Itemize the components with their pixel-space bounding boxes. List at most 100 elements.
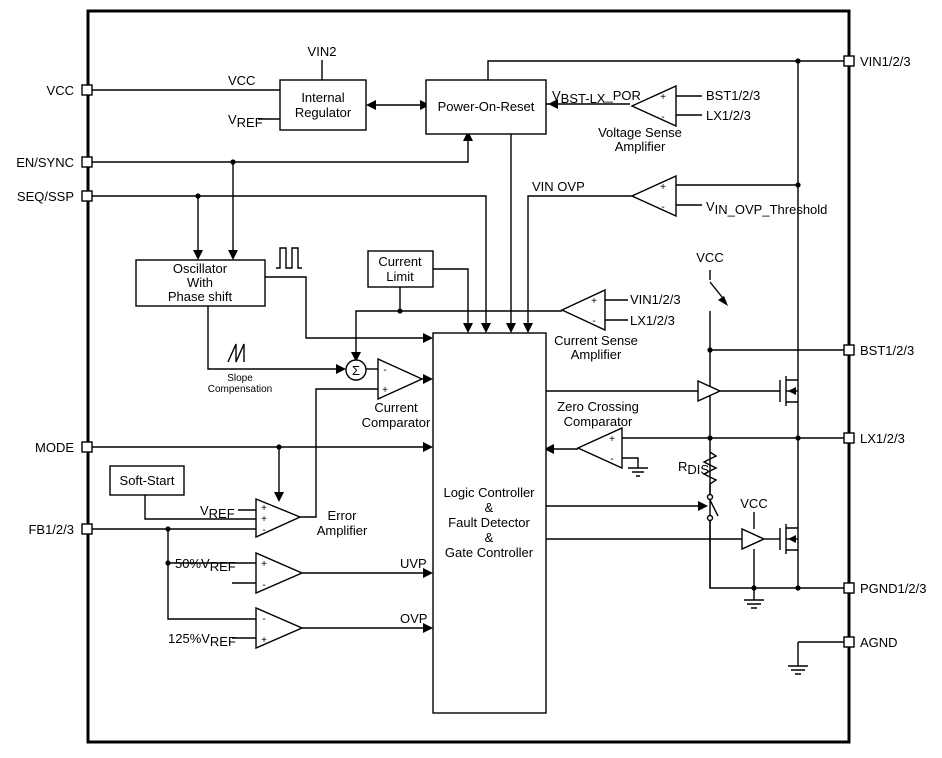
vref-ea-label: VREF [200,503,235,521]
pin-agnd: AGND [843,635,898,650]
svg-text:-: - [383,365,386,376]
high-side-driver [697,379,722,403]
slope-compensation-symbol: Slope Compensation [208,343,272,395]
current-comparator: - + Current Comparator [362,357,431,430]
svg-text:PGND1/2/3: PGND1/2/3 [860,581,926,596]
svg-text:VIN1/2/3: VIN1/2/3 [630,292,681,307]
svg-text:Amplifier: Amplifier [571,347,622,362]
svg-text:Slope: Slope [227,373,253,384]
chip-outline [86,9,851,744]
low-side-mosfet [779,524,798,554]
svg-text:+: + [660,182,666,193]
current-sense-amplifier: + - VIN1/2/3 LX1/2/3 Current Sense Ampli… [554,288,681,362]
wires [92,58,844,675]
svg-text:+: + [261,635,267,646]
svg-text:Phase shift: Phase shift [168,289,233,304]
svg-text:Comparator: Comparator [564,414,633,429]
svg-text:-: - [661,202,664,213]
oscillator-block: Oscillator With Phase shift [135,259,266,307]
high-side-mosfet [779,376,798,406]
vcc-switch: VCC [696,250,728,306]
pin-vcc: VCC [47,83,93,98]
svg-text:Limit: Limit [386,269,414,284]
svg-text:Voltage Sense: Voltage Sense [598,125,682,140]
svg-text:VBST-LX_POR: VBST-LX_POR [552,88,641,106]
svg-text:Comparator: Comparator [362,415,431,430]
svg-text:UVP: UVP [400,556,427,571]
vbst-por-label: VBST-LX_POR [552,88,641,106]
svg-text:-: - [592,316,595,327]
svg-text:VIN2: VIN2 [308,44,337,59]
svg-text:Σ: Σ [352,363,360,378]
svg-text:Fault Detector: Fault Detector [448,515,530,530]
svg-text:-: - [661,112,664,123]
svg-text:MODE: MODE [35,440,74,455]
svg-text:-: - [262,580,265,591]
low-side-driver: VCC [740,496,768,551]
svg-text:Zero Crossing: Zero Crossing [557,399,639,414]
svg-text:LX1/2/3: LX1/2/3 [630,313,675,328]
svg-text:SEQ/SSP: SEQ/SSP [17,189,74,204]
svg-text:Current: Current [378,254,422,269]
svg-text:Current Sense: Current Sense [554,333,638,348]
svg-text:+: + [261,559,267,570]
svg-text:+: + [609,434,615,445]
svg-text:125%VREF: 125%VREF [168,631,236,649]
pulse-symbol [276,247,302,269]
svg-text:&: & [485,530,494,545]
svg-text:Amplifier: Amplifier [317,523,368,538]
pin-vin: VIN1/2/3 [843,54,911,69]
logic-controller-block: Logic Controller & Fault Detector & Gate… [432,332,547,714]
svg-text:VCC: VCC [228,73,255,88]
zero-crossing-comparator: + - Zero Crossing Comparator [557,399,639,470]
svg-text:BST1/2/3: BST1/2/3 [706,88,760,103]
svg-text:Gate Controller: Gate Controller [445,545,534,560]
svg-text:LX1/2/3: LX1/2/3 [706,108,751,123]
uvp-comparator: + - 50%VREF UVP [175,551,427,595]
svg-text:VCC: VCC [47,83,74,98]
svg-text:VREF: VREF [228,112,263,130]
svg-text:VCC: VCC [696,250,723,265]
svg-text:+: + [261,514,267,525]
soft-start-block: Soft-Start [109,465,185,496]
summing-node: Σ [345,359,367,381]
svg-text:Error: Error [328,508,358,523]
discharge-resistor: RDIS [678,451,719,588]
svg-text:50%VREF: 50%VREF [175,556,236,574]
svg-text:VIN1/2/3: VIN1/2/3 [860,54,911,69]
svg-text:Logic Controller: Logic Controller [443,485,535,500]
svg-text:EN/SYNC: EN/SYNC [16,155,74,170]
svg-text:-: - [262,525,265,536]
pin-lx: LX1/2/3 [843,431,905,446]
vref-regulator-label: VREF [228,112,263,130]
svg-text:-: - [262,614,265,625]
svg-text:VIN OVP: VIN OVP [532,179,585,194]
svg-text:OVP: OVP [400,611,427,626]
svg-text:BST1/2/3: BST1/2/3 [860,343,914,358]
ovp-comparator: - + 125%VREF OVP [168,606,427,650]
svg-text:VIN_OVP_Threshold: VIN_OVP_Threshold [706,199,827,217]
svg-text:RDIS: RDIS [678,459,709,477]
vcc-input-label: VCC [228,73,255,88]
current-limit-block: Current Limit [367,250,434,288]
svg-text:LX1/2/3: LX1/2/3 [860,431,905,446]
svg-text:FB1/2/3: FB1/2/3 [28,522,74,537]
pin-mode: MODE [35,440,93,455]
svg-text:Soft-Start: Soft-Start [120,473,175,488]
svg-text:Compensation: Compensation [208,384,272,395]
svg-text:+: + [382,385,388,396]
svg-text:Internal: Internal [301,90,344,105]
svg-text:Current: Current [374,400,418,415]
error-amplifier: + + - Error Amplifier [255,497,368,539]
svg-text:-: - [610,454,613,465]
svg-text:+: + [261,503,267,514]
svg-text:&: & [485,500,494,515]
svg-text:AGND: AGND [860,635,898,650]
pin-fb: FB1/2/3 [28,522,93,537]
svg-text:Power-On-Reset: Power-On-Reset [438,99,535,114]
svg-text:Regulator: Regulator [295,105,352,120]
internal-regulator-block: Internal Regulator [279,79,367,131]
pin-seq-ssp: SEQ/SSP [17,189,93,204]
svg-text:Oscillator: Oscillator [173,261,228,276]
